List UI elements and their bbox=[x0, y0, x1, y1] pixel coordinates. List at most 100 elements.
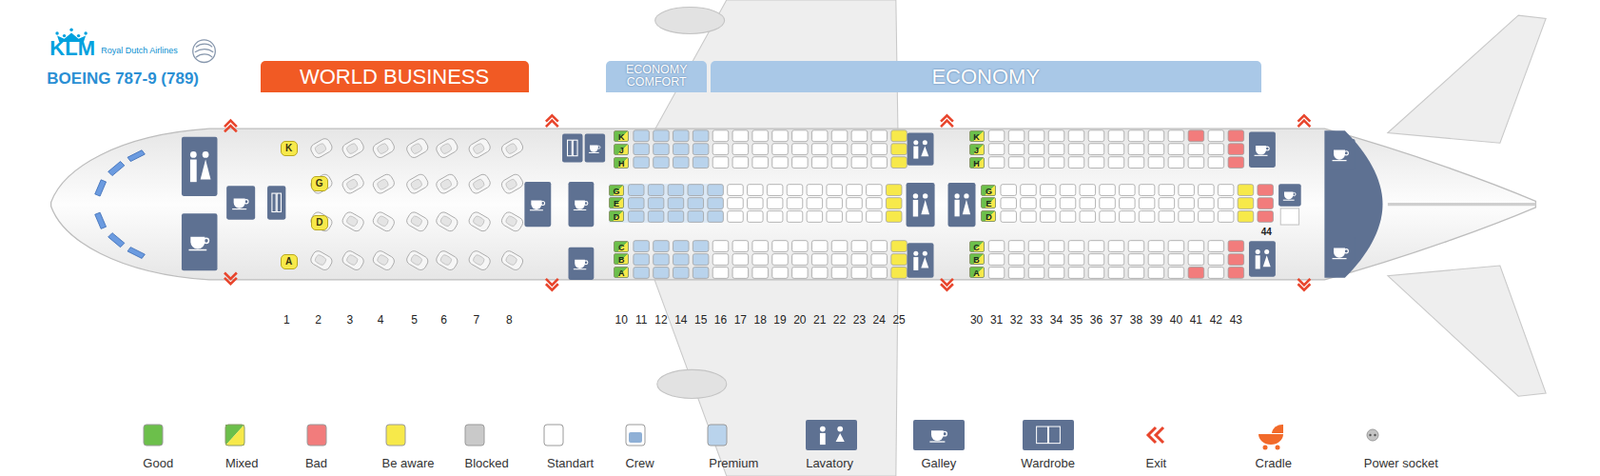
exit-chevron bbox=[1155, 427, 1164, 443]
fuselage bbox=[51, 128, 1537, 280]
swatch-fill bbox=[544, 424, 564, 446]
alliance-emblem bbox=[193, 39, 216, 63]
row-number: 14 bbox=[674, 312, 687, 327]
lavatory-icon bbox=[805, 419, 858, 450]
legend-label: Cradle bbox=[1255, 455, 1292, 470]
seat-cushion bbox=[439, 214, 453, 228]
galley-icon bbox=[1326, 236, 1356, 268]
seat-letter-box: D bbox=[311, 214, 329, 231]
seat-letter: B bbox=[972, 253, 982, 266]
legend-swatch bbox=[206, 418, 264, 451]
seat bbox=[692, 143, 709, 156]
cradle-wheel bbox=[1262, 445, 1268, 450]
seat bbox=[786, 197, 803, 210]
business-seat bbox=[467, 172, 492, 196]
seat bbox=[687, 197, 704, 210]
seat bbox=[1048, 267, 1065, 279]
seat-cushion bbox=[439, 177, 453, 191]
seat bbox=[772, 143, 789, 156]
seat bbox=[1028, 253, 1045, 266]
seat-letter-box: B bbox=[969, 253, 985, 265]
row-number: 10 bbox=[615, 312, 628, 327]
cockpit-windows bbox=[95, 150, 146, 259]
icon-panel bbox=[907, 242, 935, 277]
row-number: 18 bbox=[753, 312, 766, 327]
seat bbox=[792, 253, 809, 266]
seat bbox=[866, 197, 883, 210]
window bbox=[127, 150, 145, 162]
cup-handle bbox=[1344, 249, 1348, 254]
cup-handle bbox=[244, 199, 249, 204]
seat bbox=[1178, 197, 1195, 210]
seat-shell bbox=[405, 136, 430, 160]
seat bbox=[811, 253, 828, 266]
seat bbox=[988, 143, 1005, 156]
seat bbox=[712, 143, 729, 156]
business-seat bbox=[370, 210, 396, 234]
seat-cushion bbox=[409, 214, 424, 228]
legend-swatch bbox=[446, 418, 504, 451]
galley-icon bbox=[524, 181, 551, 227]
seat bbox=[1237, 184, 1254, 196]
figure-body bbox=[920, 199, 930, 215]
socket-pin bbox=[1368, 433, 1371, 436]
seat bbox=[851, 156, 868, 169]
seat-shell bbox=[340, 210, 366, 234]
seat bbox=[1068, 130, 1085, 142]
legend-swatch bbox=[688, 418, 746, 451]
seat bbox=[1148, 143, 1165, 156]
swatch-good-half bbox=[225, 424, 245, 446]
seat bbox=[831, 267, 848, 279]
cabin-layout bbox=[181, 115, 1356, 290]
saucer bbox=[529, 209, 544, 211]
seat-letter-box: A bbox=[280, 253, 298, 270]
lavatory-icon bbox=[1248, 240, 1276, 277]
business-seat bbox=[499, 136, 525, 160]
seat bbox=[1198, 211, 1215, 223]
seat bbox=[792, 156, 809, 169]
seat bbox=[1148, 130, 1165, 142]
seat bbox=[1188, 156, 1205, 169]
seat bbox=[851, 253, 868, 266]
cup-handle bbox=[942, 430, 947, 435]
business-seat bbox=[340, 136, 366, 160]
cup-handle bbox=[541, 201, 546, 206]
saucer bbox=[1332, 257, 1347, 259]
seat bbox=[851, 143, 868, 156]
seat bbox=[1119, 211, 1136, 223]
seat-letter: C bbox=[972, 241, 982, 254]
seat bbox=[1168, 267, 1185, 279]
window bbox=[108, 161, 125, 176]
legend-swatch bbox=[288, 418, 346, 451]
seat bbox=[752, 143, 769, 156]
swatch-aware-half bbox=[225, 424, 245, 446]
seat bbox=[806, 197, 823, 210]
seat bbox=[1028, 156, 1045, 169]
business-seat bbox=[467, 136, 492, 160]
crown-dot bbox=[83, 31, 87, 35]
seat bbox=[1188, 143, 1205, 156]
seat-cushion bbox=[471, 253, 486, 267]
galley-icon bbox=[181, 213, 218, 271]
seat bbox=[627, 184, 644, 196]
seat bbox=[772, 253, 789, 266]
seat-shell bbox=[499, 210, 525, 234]
seat-letter: G bbox=[983, 185, 994, 197]
emblem-swirl bbox=[195, 49, 214, 53]
seat bbox=[1228, 143, 1245, 156]
seat bbox=[712, 130, 729, 142]
seat bbox=[1168, 130, 1185, 142]
seat bbox=[752, 156, 769, 169]
seat bbox=[1008, 156, 1025, 169]
seat-shell bbox=[434, 249, 460, 273]
seat bbox=[1048, 240, 1065, 253]
seat bbox=[1188, 240, 1205, 253]
seat-letter: C bbox=[616, 241, 626, 254]
exit-chevron bbox=[224, 125, 237, 132]
seat bbox=[1237, 211, 1254, 223]
lower-wing bbox=[653, 275, 898, 476]
cup-handle bbox=[1344, 151, 1348, 156]
row-number: 31 bbox=[990, 312, 1003, 327]
icon-panel bbox=[1248, 131, 1276, 168]
row-number: 1 bbox=[283, 312, 291, 327]
